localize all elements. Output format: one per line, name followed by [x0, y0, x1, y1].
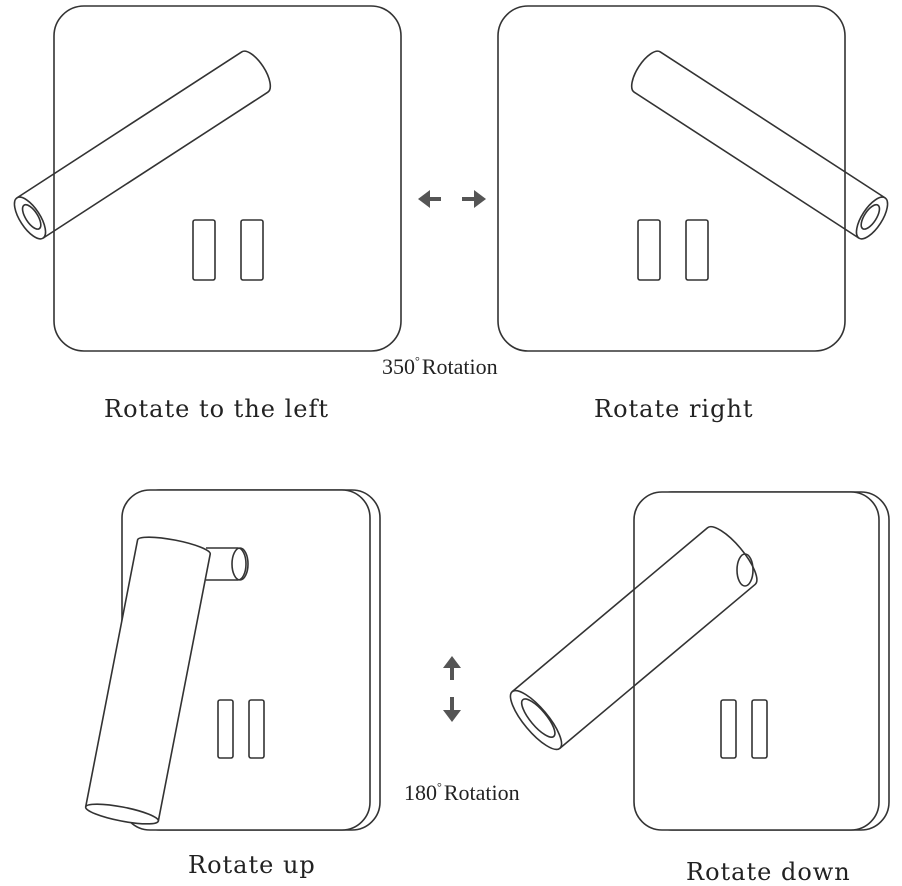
- rotation-word: Rotation: [443, 780, 520, 805]
- caption-rotate-left: Rotate to the left: [104, 395, 330, 423]
- rotation-label-350: 350°Rotation: [382, 354, 498, 380]
- switch-button: [248, 699, 265, 759]
- switch-pair: [720, 699, 768, 759]
- arrow-left-icon: [418, 190, 441, 208]
- rotation-label-180: 180°Rotation: [404, 780, 520, 806]
- wall-plate: [633, 491, 880, 831]
- panel-rotate-right: [497, 5, 889, 352]
- caption-rotate-down: Rotate down: [686, 858, 851, 886]
- arrow-right-icon: [462, 190, 486, 208]
- spotlight-head: [13, 50, 272, 240]
- pivot-knob: [206, 547, 249, 581]
- rotation-degrees: 180: [404, 780, 437, 805]
- caption-rotate-right: Rotate right: [594, 395, 754, 423]
- panel-rotate-up: [84, 489, 381, 831]
- switch-pair: [217, 699, 265, 759]
- arrow-up-icon: [443, 656, 461, 680]
- panel-rotate-left: [13, 5, 402, 352]
- wall-plate: [53, 5, 402, 352]
- switch-button: [217, 699, 234, 759]
- spotlight-head: [84, 536, 212, 825]
- rotation-degrees: 350: [382, 354, 415, 379]
- panel-rotate-down: [509, 491, 890, 831]
- degree-symbol: °: [437, 780, 442, 794]
- degree-symbol: °: [415, 354, 420, 368]
- rotation-word: Rotation: [421, 354, 498, 379]
- switch-pair: [637, 219, 709, 281]
- switch-pair: [192, 219, 264, 281]
- caption-rotate-up: Rotate up: [188, 851, 316, 879]
- pivot-knob: [736, 553, 754, 587]
- switch-button: [637, 219, 661, 281]
- horizontal-arrows: [418, 190, 486, 208]
- switch-button: [720, 699, 737, 759]
- switch-button: [240, 219, 264, 281]
- arrow-down-icon: [443, 697, 461, 722]
- switch-button: [192, 219, 216, 281]
- spotlight-head: [630, 50, 889, 240]
- vertical-arrows: [443, 656, 461, 722]
- switch-button: [751, 699, 768, 759]
- wall-plate: [497, 5, 846, 352]
- switch-button: [685, 219, 709, 281]
